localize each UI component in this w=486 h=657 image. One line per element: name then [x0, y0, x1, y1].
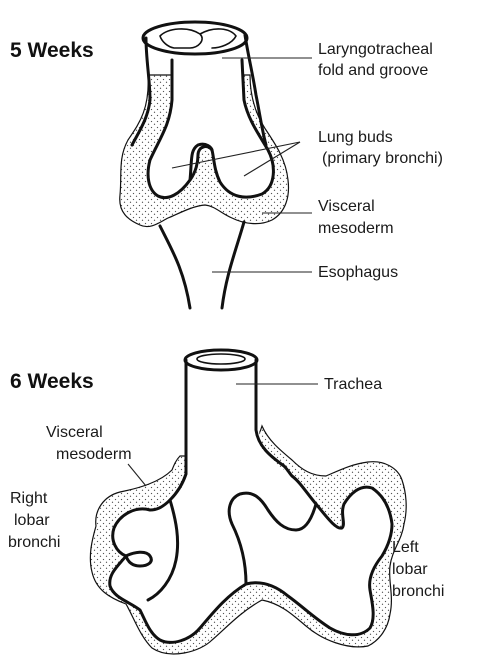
- label-visceral-mesoderm-5wk: Visceral mesoderm: [318, 198, 394, 237]
- six-weeks-diagram: 6 Weeks Trachea Visceral mesoderm Right …: [8, 350, 444, 654]
- label-left-lobar-bronchi: Left lobar bronchi: [392, 539, 444, 600]
- five-weeks-diagram: 5 Weeks Laryngotracheal fold and groove: [10, 22, 443, 308]
- stage-title-6-weeks: 6 Weeks: [10, 370, 94, 393]
- label-trachea: Trachea: [324, 376, 382, 393]
- stage-title-5-weeks: 5 Weeks: [10, 39, 94, 62]
- esophagus-lower-right: [222, 222, 244, 308]
- leader-visceral-mesoderm-6wk: [128, 464, 146, 486]
- label-laryngotracheal: Laryngotracheal fold and groove: [318, 41, 437, 79]
- label-right-lobar-bronchi: Right lobar bronchi: [8, 490, 60, 551]
- laryngotracheal-groove: [160, 29, 236, 48]
- label-visceral-mesoderm-6wk: Visceral mesoderm: [46, 424, 132, 463]
- tube-opening-5wk: [143, 22, 247, 54]
- label-esophagus: Esophagus: [318, 264, 398, 281]
- label-lung-buds: Lung buds (primary bronchi): [318, 129, 443, 167]
- esophagus-lower-left: [160, 226, 190, 308]
